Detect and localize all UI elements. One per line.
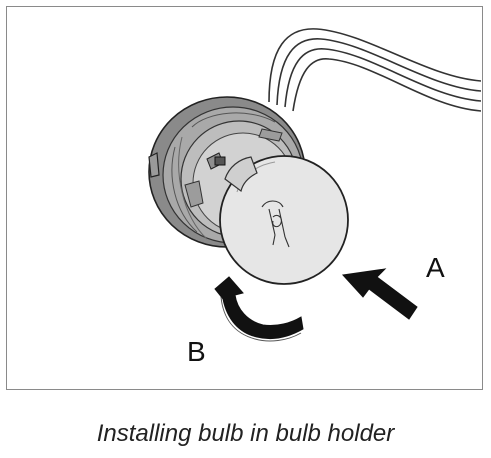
wire-fills [271, 32, 481, 110]
label-b: B [187, 336, 206, 367]
bulb [219, 155, 349, 285]
wires [268, 28, 481, 112]
figure-frame: A B [6, 6, 483, 390]
bulb-holder-illustration [148, 28, 481, 342]
arrow-b-icon [214, 276, 304, 342]
label-a: A [426, 252, 445, 283]
figure-caption: Installing bulb in bulb holder [96, 420, 395, 447]
arrow-a-icon [341, 268, 420, 320]
